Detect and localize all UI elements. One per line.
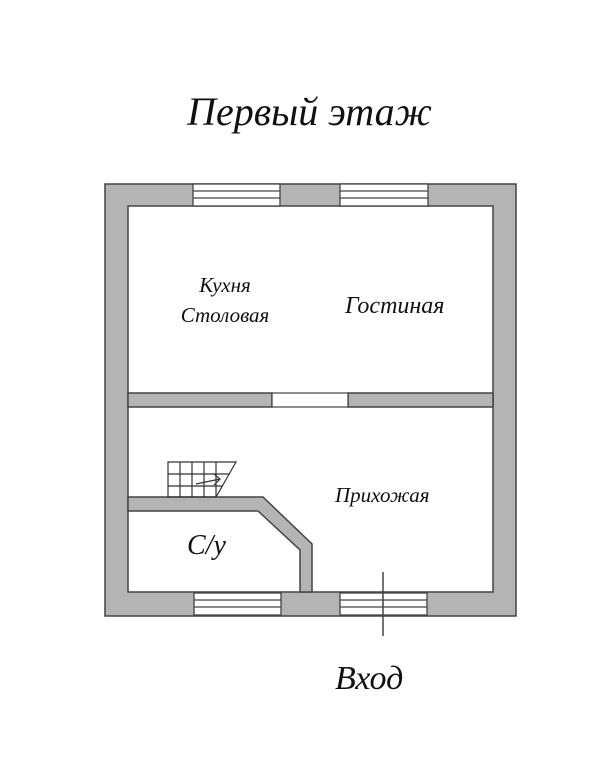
entrance-label: Вход [335, 660, 404, 697]
windows [192, 183, 429, 616]
bathroom-partition [127, 496, 313, 593]
page-title: Первый этаж [187, 89, 432, 134]
room-label-wc: С/у [187, 530, 226, 561]
middle-wall-left [127, 392, 273, 408]
room-label-kitchen: Кухня Столовая [150, 270, 300, 330]
room-label-hall: Прихожая [335, 483, 430, 507]
room-label-living: Гостиная [345, 293, 445, 319]
stairs [167, 461, 238, 498]
window-top-right [339, 183, 429, 207]
window-top-left [192, 183, 281, 207]
kitchen-label-line1: Кухня [199, 273, 251, 297]
window-bottom-left [193, 592, 282, 616]
middle-wall-right [347, 392, 494, 408]
interior-doorway [271, 392, 349, 408]
kitchen-label-line2: Столовая [180, 303, 270, 327]
